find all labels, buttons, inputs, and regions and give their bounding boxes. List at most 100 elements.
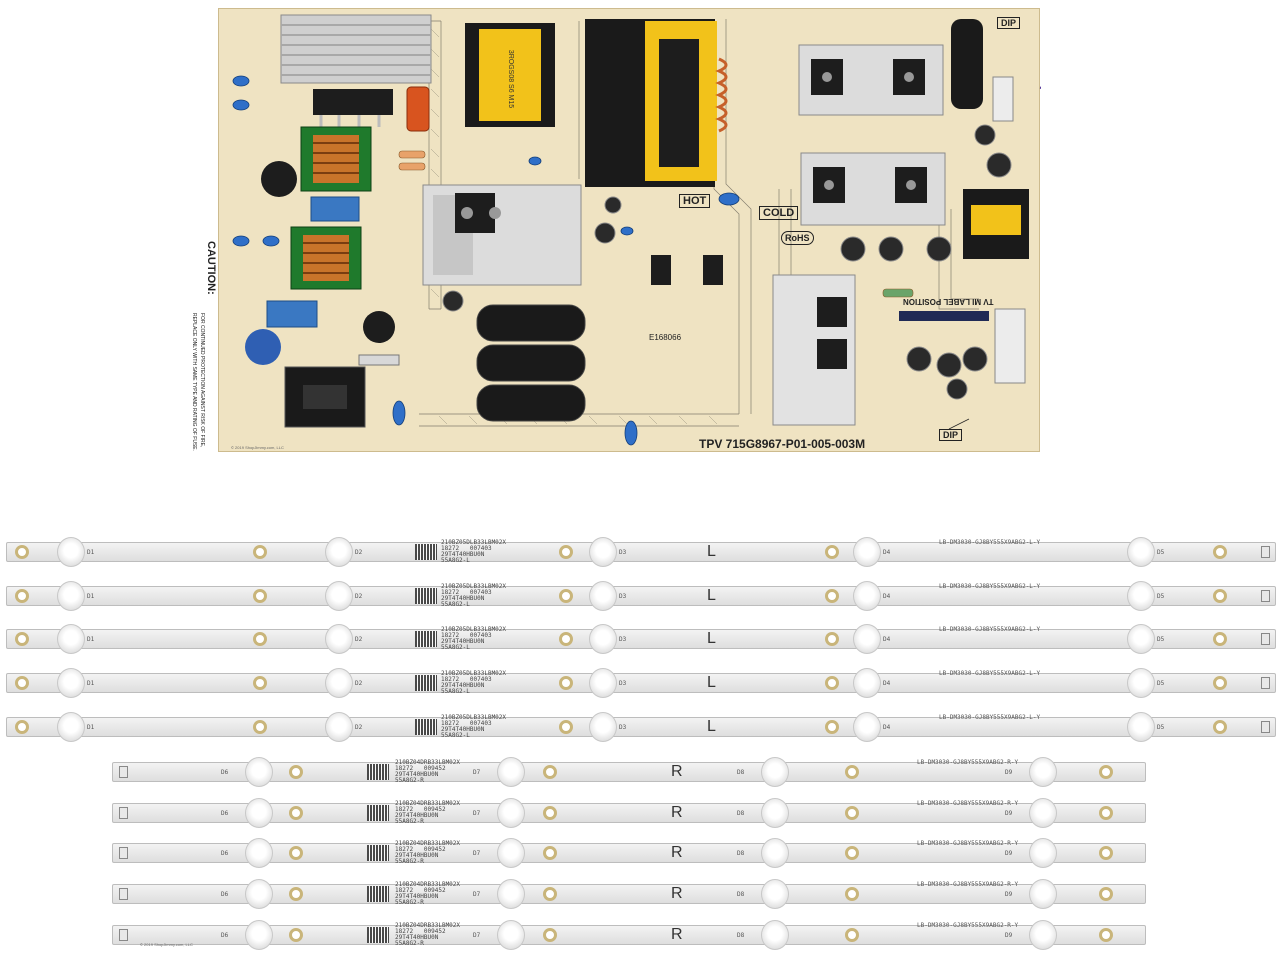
mounting-hole (289, 806, 303, 820)
mounting-hole (559, 545, 573, 559)
strip-side-mark: L (707, 674, 716, 691)
led-lens (1029, 879, 1057, 909)
strip-side-mark: R (671, 885, 683, 902)
led-label: D4 (883, 549, 891, 556)
led-lens (497, 838, 525, 868)
led-label: D6 (221, 769, 229, 776)
mounting-hole (845, 806, 859, 820)
led-lens (761, 879, 789, 909)
connector-right (994, 308, 1026, 384)
led-label: D5 (1157, 593, 1165, 600)
mounting-hole (1213, 589, 1227, 603)
led-lens (57, 712, 85, 742)
strip-connector (119, 766, 128, 778)
mounting-hole (1099, 765, 1113, 779)
strip-code-4: 55A8G2-R (395, 899, 424, 906)
mounting-hole (559, 720, 573, 734)
mounting-hole (543, 887, 557, 901)
strip-code-2: 18272 007403 (441, 676, 492, 683)
mounting-hole (845, 846, 859, 860)
led-lens (761, 838, 789, 868)
varistor (245, 329, 281, 365)
connector-top-right (992, 76, 1014, 122)
led-lens (761, 757, 789, 787)
mounting-hole (845, 765, 859, 779)
dip-marker-top: DIP (997, 17, 1021, 29)
strip-qr-code (415, 544, 437, 560)
label-sticker (899, 311, 989, 321)
mounting-hole (15, 676, 29, 690)
strip-qr-code (415, 631, 437, 647)
strip-qr-code (415, 675, 437, 691)
led-lens (245, 757, 273, 787)
led-label: D9 (1005, 769, 1013, 776)
ntc-thermistor (261, 161, 297, 197)
strip-part-number: LB-DM3030-GJ8BY555X9ABG2-R-Y (917, 840, 1019, 847)
led-label: D9 (1005, 850, 1013, 857)
led-label: D8 (737, 769, 745, 776)
mounting-hole (559, 589, 573, 603)
strip-code-4: 55A8G2-R (395, 777, 424, 784)
mounting-hole (289, 887, 303, 901)
strip-code-4: 55A8G2-R (395, 858, 424, 865)
led-lens (589, 624, 617, 654)
led-lens (589, 581, 617, 611)
led-label: D3 (619, 724, 627, 731)
svg-text:3ROGS08 S6 M15: 3ROGS08 S6 M15 (507, 50, 514, 108)
led-label: D5 (1157, 636, 1165, 643)
thermistor-2 (363, 311, 395, 343)
led-label: D6 (221, 810, 229, 817)
led-label: D5 (1157, 724, 1165, 731)
led-lens (1127, 581, 1155, 611)
mounting-hole (825, 545, 839, 559)
mounting-hole (253, 720, 267, 734)
strip-code-4: 55A8G2-L (441, 601, 470, 608)
strip-code-1: 210BZ04DRB33LBM02X (395, 800, 461, 807)
strip-code-2: 18272 009452 (395, 887, 446, 894)
cold-marker: COLD (759, 206, 799, 220)
mounting-hole (1099, 887, 1113, 901)
led-label: D4 (883, 680, 891, 687)
x-capacitor-1 (310, 196, 360, 222)
led-lens (1127, 712, 1155, 742)
x-capacitor-2 (266, 300, 318, 328)
led-label: D4 (883, 636, 891, 643)
mounting-hole (1213, 676, 1227, 690)
strip-code-3: 29T4T40HBU0N (441, 638, 485, 645)
strip-qr-code (367, 805, 389, 821)
strip-code-3: 29T4T40HBU0N (395, 812, 439, 819)
led-lens (1029, 920, 1057, 950)
mounting-hole (253, 632, 267, 646)
power-supply-board: 3ROGS08 S6 M15 (191, 8, 1041, 452)
heatsink-right-middle (800, 152, 946, 226)
strip-code-3: 29T4T40HBU0N (441, 682, 485, 689)
led-label: D1 (87, 724, 95, 731)
strip-side-mark: L (707, 630, 716, 647)
strip-part-number: LB-DM3030-GJ8BY555X9ABG2-R-Y (917, 922, 1019, 929)
strip-code-4: 55A8G2-R (395, 818, 424, 825)
strip-side-mark: R (671, 926, 683, 943)
strip-part-number: LB-DM3030-GJ8BY555X9ABG2-L-Y (939, 539, 1041, 546)
strip-qr-code (415, 588, 437, 604)
mounting-hole (253, 676, 267, 690)
mounting-hole (1213, 632, 1227, 646)
heatsink-center (422, 184, 582, 286)
mounting-hole (543, 806, 557, 820)
mounting-hole (289, 928, 303, 942)
hot-marker: HOT (679, 194, 711, 208)
led-label: D2 (355, 680, 363, 687)
led-lens (497, 920, 525, 950)
small-electrolytics (442, 124, 1012, 400)
led-lens (497, 757, 525, 787)
heatsink-right-bottom (772, 274, 856, 426)
copyright-board: © 2019 ShopJimmy.com, LLC (231, 445, 284, 450)
strip-code-1: 210BZ04DRB33LBM02X (395, 759, 461, 766)
strip-side-mark: L (707, 587, 716, 604)
led-label: D8 (737, 932, 745, 939)
film-capacitor (406, 86, 430, 132)
big-capacitor-right (951, 19, 983, 109)
led-label: D5 (1157, 549, 1165, 556)
strip-code-4: 55A8G2-L (441, 688, 470, 695)
heatsink-top-left (280, 14, 432, 127)
strip-connector (1261, 677, 1270, 689)
